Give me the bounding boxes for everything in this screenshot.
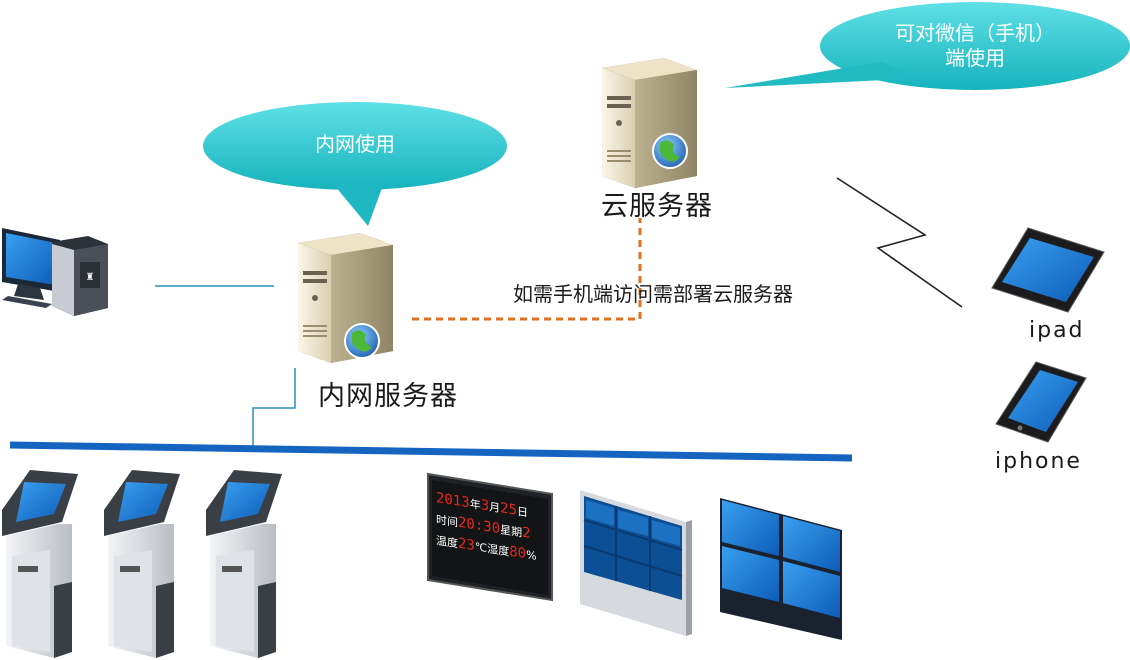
splice-display-icon [720,498,842,640]
intranet-bubble-text: 内网使用 [315,132,395,156]
intranet-server-label: 内网服务器 [318,381,458,412]
led-weekday-label: 星期 [500,523,523,540]
wechat-bubble-text: 可对微信（手机） 端使用 [860,21,1090,71]
led-year: 2013 [436,490,470,512]
wireless-link-icon [836,177,963,308]
led-temp: 23 [458,535,475,555]
cloud-server-label: 云服务器 [601,191,713,222]
led-temp-label: 温度 [436,534,458,551]
dashed-link [412,218,642,321]
desktop-computer-icon: ♜ [2,228,108,316]
led-year-unit: 年 [469,497,481,513]
led-board-icon [427,472,553,602]
iphone-icon [995,361,1087,443]
video-wall-icon [580,490,692,636]
server-drop-link [252,368,296,446]
intranet-bubble [203,102,507,226]
svg-text:♜: ♜ [86,272,95,283]
led-day: 25 [500,500,518,519]
network-backbone [9,441,853,462]
led-humidity: 80 [509,543,527,563]
led-temp-unit: ℃ [474,540,488,556]
led-weekday: 2 [522,524,531,542]
wechat-bubble-line1: 可对微信（手机） [895,21,1055,45]
led-humidity-unit: % [526,548,537,563]
intranet-server-icon [298,233,393,363]
cloud-server-icon [602,58,697,188]
led-time-label: 时间 [436,513,458,530]
wechat-bubble-line2: 端使用 [945,46,1005,70]
led-month-unit: 月 [489,500,501,516]
kiosk-1-icon [2,470,78,658]
led-day-unit: 日 [517,504,529,520]
kiosk-2-icon [104,470,180,658]
ipad-label: ipad [1029,318,1085,343]
led-humidity-label: 湿度 [487,542,510,559]
ipad-icon [991,227,1105,313]
wechat-bubble [725,2,1130,90]
iphone-label: iphone [995,449,1082,474]
deploy-note: 如需手机端访问需部署云服务器 [513,282,793,306]
led-month: 3 [480,497,490,515]
kiosk-3-icon [206,470,282,658]
